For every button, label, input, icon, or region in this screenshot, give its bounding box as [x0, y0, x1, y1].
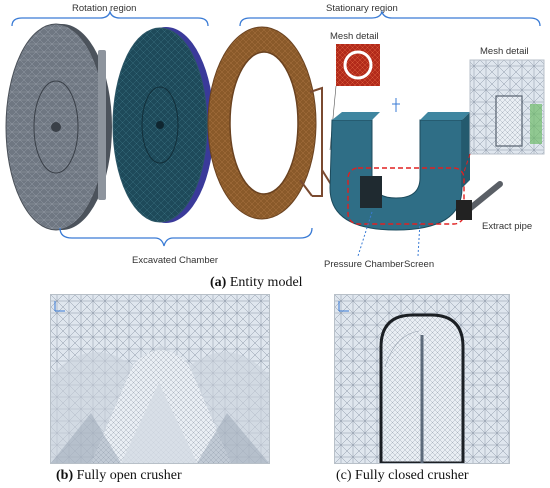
rotor-disk-teal	[112, 27, 214, 223]
caption-b-letter: (b)	[56, 468, 74, 483]
panel-open-crusher	[50, 294, 270, 464]
mesh-detail-label-1: Mesh detail	[330, 31, 379, 42]
pressure-chamber	[329, 98, 470, 231]
dashed-highlight-box	[347, 167, 465, 225]
excavated-bracket	[59, 227, 313, 247]
pressure-chamber-label: Pressure Chamber	[324, 259, 404, 270]
stationary-ring	[207, 26, 333, 220]
stationary-bracket	[239, 9, 541, 27]
panel-closed-crusher	[334, 294, 510, 464]
rotation-region-label: Rotation region	[72, 3, 137, 14]
caption-c-letter: (c)	[336, 468, 352, 483]
mesh-detail-red	[329, 44, 380, 151]
stationary-region-label: Stationary region	[326, 3, 398, 14]
caption-c: (c) Fully closed crusher	[336, 468, 469, 484]
rotation-bracket	[11, 9, 209, 27]
caption-c-text: Fully closed crusher	[351, 468, 469, 483]
caption-b-text: Fully open crusher	[73, 468, 182, 483]
mesh-detail-right	[463, 59, 545, 173]
excavated-chamber-label: Excavated Chamber	[132, 255, 219, 266]
entity-model-drawing	[5, 9, 545, 257]
caption-b: (b) Fully open crusher	[56, 468, 182, 484]
extract-pipe	[456, 181, 503, 220]
screen-label: Screen	[404, 259, 435, 270]
mesh-detail-label-2: Mesh detail	[480, 46, 529, 57]
rotor-disk-grey	[5, 23, 112, 231]
extract-pipe-label: Extract pipe	[482, 221, 533, 232]
caption-a: (a) Entity model	[210, 275, 303, 291]
caption-a-text: Entity model	[226, 275, 303, 290]
caption-a-letter: (a)	[210, 275, 227, 290]
